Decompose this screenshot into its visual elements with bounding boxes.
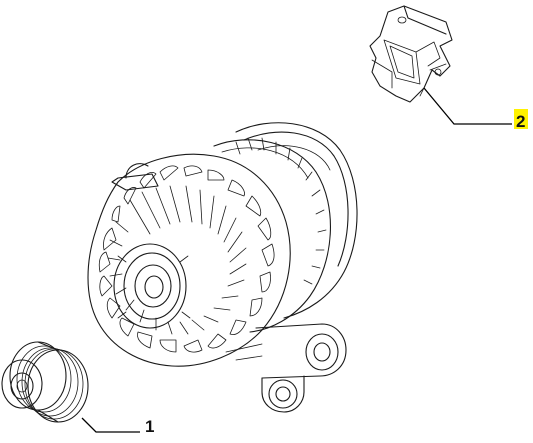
alternator-drawing <box>87 122 358 413</box>
callout-2: 2 <box>423 87 528 131</box>
callout-highlight-2 <box>514 109 528 129</box>
callout-label-1: 1 <box>145 417 154 436</box>
leader-line-2 <box>423 87 512 125</box>
callout-1: 1 <box>81 417 154 436</box>
pulley-drawing <box>1 341 89 423</box>
callout-label-2: 2 <box>516 112 525 131</box>
regulator-drawing <box>369 5 453 103</box>
leader-line-1 <box>81 417 140 433</box>
